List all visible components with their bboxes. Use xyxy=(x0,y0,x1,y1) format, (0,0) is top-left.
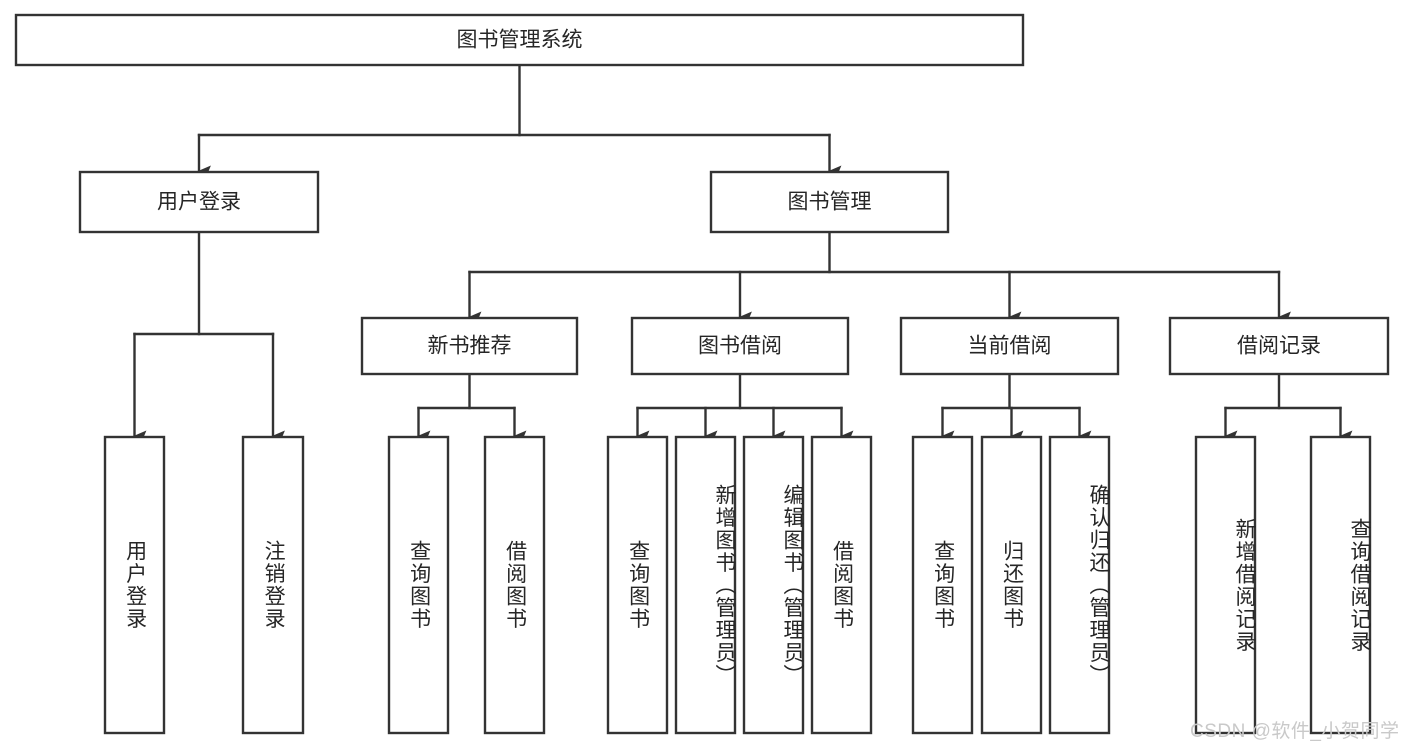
node-box-leaf-logout xyxy=(241,435,305,735)
node-label-new-book-recommend: 新书推荐 xyxy=(428,335,512,358)
node-box-leaf-add-borrow-record xyxy=(1194,435,1257,735)
node-box-leaf-borrow-book xyxy=(810,435,873,735)
watermark: CSDN @软件_小贺同学 xyxy=(1190,721,1400,742)
node-label-book-manage: 图书管理 xyxy=(788,191,872,214)
node-box-new-book-recommend xyxy=(360,316,579,376)
node-box-leaf-query-book-recommend xyxy=(387,435,450,735)
node-box-leaf-query-book-borrow xyxy=(606,435,669,735)
node-box-leaf-confirm-return xyxy=(1048,435,1111,735)
node-box-leaf-query-borrow-record xyxy=(1309,435,1372,735)
node-label-current-borrow: 当前借阅 xyxy=(968,335,1052,358)
node-box-leaf-edit-book xyxy=(742,435,805,735)
node-box-leaf-user-login xyxy=(103,435,166,735)
node-label-book-borrow: 图书借阅 xyxy=(698,335,782,358)
node-label-user-login: 用户登录 xyxy=(157,191,241,214)
box-layer xyxy=(14,13,1390,735)
node-label-root: 图书管理系统 xyxy=(457,29,583,52)
node-box-leaf-add-book xyxy=(674,435,737,735)
node-box-borrow-record xyxy=(1168,316,1390,376)
node-box-leaf-return-book xyxy=(980,435,1043,735)
node-label-borrow-record: 借阅记录 xyxy=(1237,335,1321,358)
node-box-leaf-borrow-book-recommend xyxy=(483,435,546,735)
node-box-root xyxy=(14,13,1025,67)
node-box-current-borrow xyxy=(899,316,1120,376)
node-box-book-borrow xyxy=(630,316,850,376)
connector-layer xyxy=(133,63,1353,442)
node-box-book-manage xyxy=(709,170,950,234)
node-box-user-login xyxy=(78,170,320,234)
node-box-leaf-query-book-current xyxy=(911,435,974,735)
